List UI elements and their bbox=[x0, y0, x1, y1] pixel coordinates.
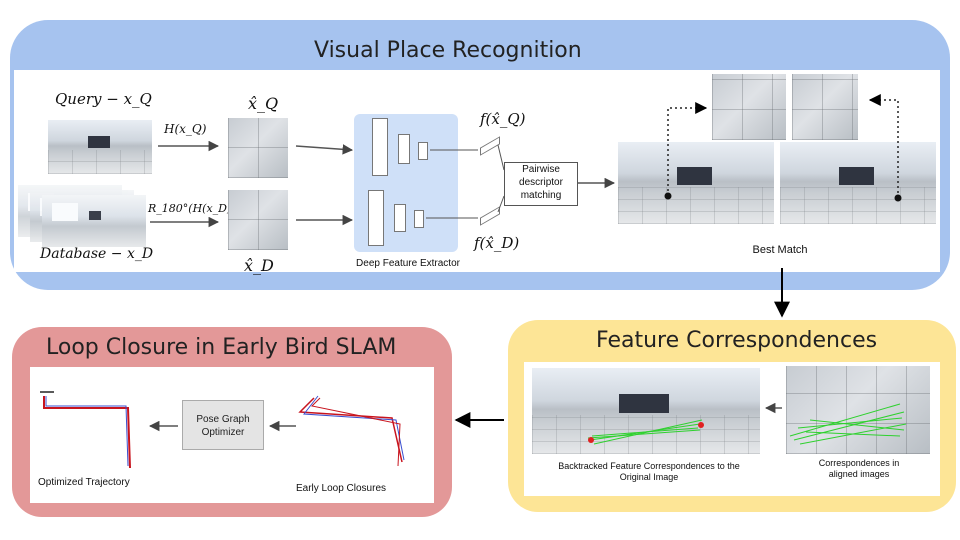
backtracked-label: Backtracked Feature Correspondences to t… bbox=[540, 461, 758, 483]
early-trajectory-red-2 bbox=[310, 397, 401, 467]
backtracked-matches bbox=[587, 419, 703, 445]
lc-title: Loop Closure in Early Bird SLAM bbox=[46, 335, 397, 360]
best-match-query-image bbox=[618, 142, 774, 224]
line-fq-to-descriptor bbox=[497, 144, 505, 171]
homography-database-image bbox=[228, 190, 288, 250]
xhat-d-label: x̂_D bbox=[244, 256, 274, 275]
optimizer-line-2: Optimizer bbox=[201, 427, 245, 438]
aligned-matches bbox=[789, 403, 907, 445]
optimized-trajectory-overlay bbox=[45, 396, 129, 467]
best-match-database-image bbox=[780, 142, 936, 224]
loop-closure-panel: Loop Closure in Early Bird SLAM bbox=[12, 327, 452, 517]
early-trajectory-red bbox=[298, 397, 403, 463]
dotted-pointer-right bbox=[868, 94, 899, 198]
best-match-label: Best Match bbox=[752, 244, 808, 256]
aligned-label-line-2: aligned images bbox=[828, 469, 890, 479]
f-d-label: f(x̂_D) bbox=[474, 234, 520, 252]
cnn-layer-q2 bbox=[398, 134, 410, 164]
line-fd-to-descriptor bbox=[497, 195, 505, 213]
vpr-title: Visual Place Recognition bbox=[314, 38, 582, 63]
dot-left bbox=[664, 192, 672, 200]
database-label: Database − x_D bbox=[40, 246, 154, 262]
cnn-layer-d1 bbox=[368, 190, 384, 246]
cnn-layer-q3 bbox=[418, 142, 428, 160]
pose-graph-optimizer-box: Pose Graph Optimizer bbox=[182, 400, 264, 450]
optimized-trajectory-label: Optimized Trajectory bbox=[38, 477, 130, 488]
query-label: Query − x_Q bbox=[55, 90, 152, 108]
cnn-layer-d2 bbox=[394, 204, 406, 232]
best-match-aligned-query bbox=[712, 74, 786, 140]
h-query-label: H(x_Q) bbox=[164, 122, 207, 136]
aligned-label: Correspondences in aligned images bbox=[796, 458, 922, 480]
cnn-layer-q1 bbox=[372, 118, 388, 176]
optimized-trajectory bbox=[43, 396, 131, 469]
backtracked-label-line-1: Backtracked Feature Correspondences to t… bbox=[558, 461, 740, 471]
backtracked-keypoint-right bbox=[698, 422, 704, 428]
early-trajectory-blue bbox=[303, 395, 405, 461]
cnn-layer-d3 bbox=[414, 210, 424, 228]
descriptor-matching-box: Pairwise descriptor matching bbox=[504, 162, 578, 206]
optimizer-line-1: Pose Graph bbox=[196, 414, 250, 425]
h-database-label: R_180°(H(x_D)) bbox=[148, 202, 236, 215]
backtracked-label-line-2: Original Image bbox=[619, 472, 679, 482]
dot-right bbox=[894, 194, 902, 202]
aligned-correspondence-image bbox=[786, 366, 930, 454]
f-q-label: f(x̂_Q) bbox=[480, 110, 526, 128]
aligned-label-line-1: Correspondences in bbox=[818, 458, 900, 468]
best-match-aligned-database bbox=[792, 74, 858, 140]
homography-query-image bbox=[228, 118, 288, 178]
fc-title: Feature Correspondences bbox=[596, 328, 878, 353]
database-image bbox=[42, 195, 146, 247]
dotted-pointer-left bbox=[667, 102, 708, 196]
extractor-label: Deep Feature Extractor bbox=[356, 258, 460, 269]
query-image bbox=[48, 120, 152, 174]
descriptor-line-2: descriptor bbox=[519, 177, 563, 188]
xhat-q-label: x̂_Q bbox=[248, 94, 279, 113]
backtracked-image bbox=[532, 368, 760, 454]
descriptor-line-1: Pairwise bbox=[522, 164, 560, 175]
arrow-xq-to-extractor bbox=[295, 144, 354, 155]
descriptor-line-3: matching bbox=[520, 190, 562, 201]
early-loop-closures-label: Early Loop Closures bbox=[295, 483, 387, 494]
backtracked-keypoint-left bbox=[588, 437, 594, 443]
